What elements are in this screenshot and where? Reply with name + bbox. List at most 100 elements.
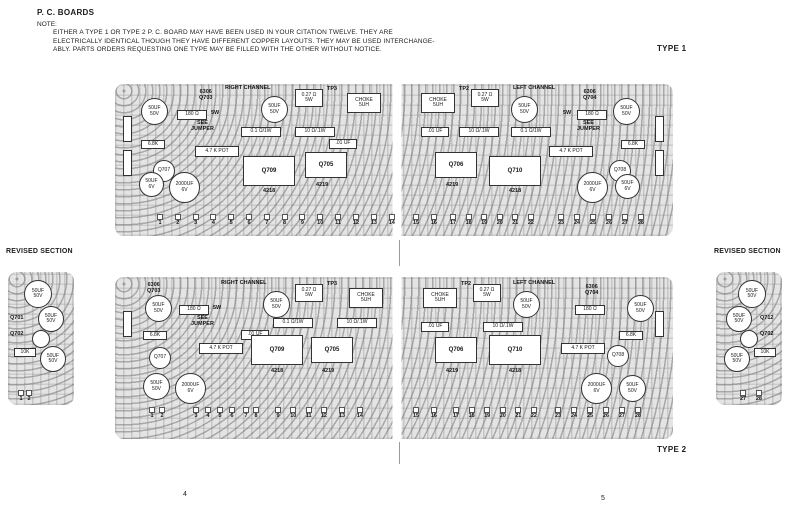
text-q712: Q712 xyxy=(760,315,774,321)
box-blank xyxy=(123,116,132,142)
type1-label: TYPE 1 xyxy=(657,44,687,53)
box-01-uf: .01 UF xyxy=(421,322,449,332)
text-4219: 4219 xyxy=(446,182,459,188)
circle-q708: Q708 xyxy=(607,345,629,367)
text-4218: 4218 xyxy=(263,188,276,194)
text-4218: 4218 xyxy=(509,368,522,374)
text-5w: 5W xyxy=(211,110,220,116)
text-5w: 5W xyxy=(563,110,572,116)
text-q701: Q701 xyxy=(10,315,24,321)
box-blank xyxy=(123,150,132,176)
text-tp2: TP2 xyxy=(459,86,470,92)
box-180: 180 Ω xyxy=(577,110,607,120)
circle-q707: Q707 xyxy=(149,347,171,369)
box-6-8k: 6.8K xyxy=(621,140,645,149)
note-label: NOTE: xyxy=(37,21,57,28)
module-q709: Q709 xyxy=(243,156,295,186)
text-4218: 4218 xyxy=(271,368,284,374)
text-right-channel: RIGHT CHANNEL xyxy=(221,280,267,286)
text-5w: 5W xyxy=(213,305,222,311)
box-10-1w: 10 Ω/.1W xyxy=(295,127,335,137)
box-10-1w: 10 Ω/.1W xyxy=(337,318,377,328)
revised-section-label-right: REVISED SECTION xyxy=(714,248,781,255)
text-tp3: TP3 xyxy=(327,281,338,287)
text-left-channel: LEFT CHANNEL xyxy=(513,85,556,91)
box-blank xyxy=(123,311,132,337)
circle-blank xyxy=(32,330,50,348)
module-q709: Q709 xyxy=(251,335,303,365)
box-01-uf: .01 UF xyxy=(421,127,449,137)
box-180: 180 Ω xyxy=(179,305,209,315)
box-10-1w: 10 Ω/.1W xyxy=(459,127,499,137)
box-6-8k: 6.8K xyxy=(619,331,643,340)
type2-label: TYPE 2 xyxy=(657,445,687,454)
module-q706: Q706 xyxy=(435,152,477,178)
fold-mark-top xyxy=(399,240,400,266)
box-0-1-1w: 0.1 Ω/1W xyxy=(273,318,313,328)
box-blank xyxy=(655,150,664,176)
box-blank xyxy=(655,311,664,337)
box-6-8k: 6.8K xyxy=(141,140,165,149)
fold-mark-bottom xyxy=(399,442,400,464)
box-01-uf: .01 UF xyxy=(329,139,357,149)
note-line-3: ABLY. PARTS ORDERS REQUESTING ONE TYPE M… xyxy=(53,46,382,53)
note-line-2: ELECTRICALLY IDENTICAL THOUGH THEY HAVE … xyxy=(53,37,435,45)
text-4219: 4219 xyxy=(446,368,459,374)
text-tp2: TP2 xyxy=(461,281,472,287)
page-title: P. C. BOARDS xyxy=(37,8,95,17)
text-left-channel: LEFT CHANNEL xyxy=(513,280,556,286)
text-4219: 4219 xyxy=(316,182,329,188)
module-q710: Q710 xyxy=(489,156,541,186)
page-number-left: 4 xyxy=(183,491,187,498)
circle-blank xyxy=(740,330,758,348)
module-q705: Q705 xyxy=(311,337,353,363)
text-right-channel: RIGHT CHANNEL xyxy=(225,85,271,91)
text-tp3: TP3 xyxy=(327,86,338,92)
text-q702: Q702 xyxy=(760,331,774,337)
box-180: 180 Ω xyxy=(177,110,207,120)
page-number-right: 5 xyxy=(601,495,605,502)
box-0-1-1w: 0.1 Ω/1W xyxy=(511,127,551,137)
text-4218: 4218 xyxy=(509,188,522,194)
